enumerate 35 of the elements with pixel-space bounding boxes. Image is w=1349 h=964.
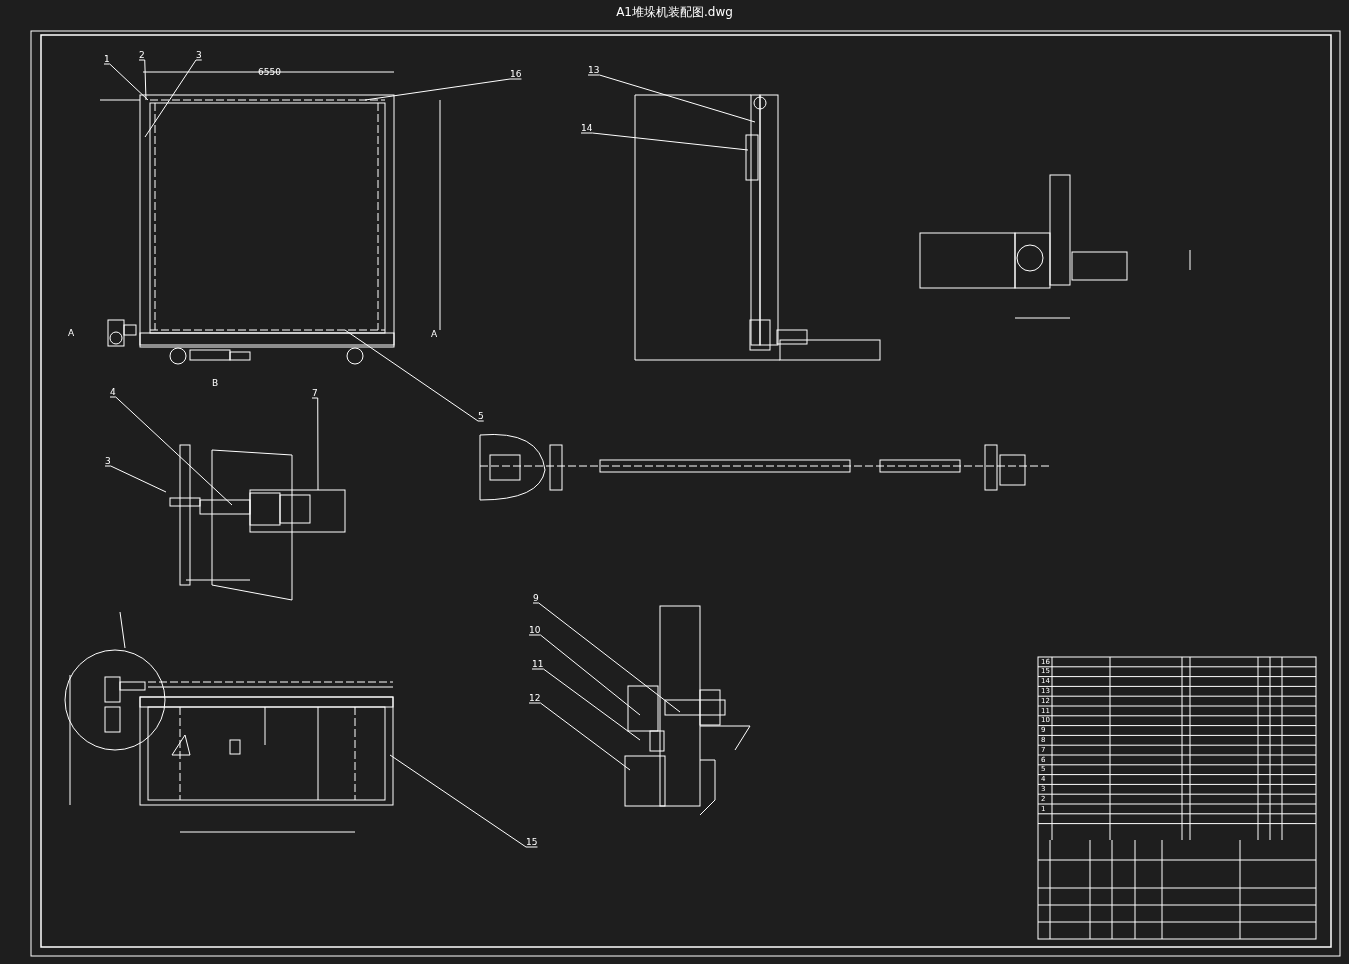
section-mark: A	[68, 328, 75, 338]
section-mark: B	[212, 378, 219, 388]
leader-line	[531, 668, 641, 741]
leader-line	[587, 74, 756, 123]
callout-number: 5	[478, 411, 484, 421]
callout-number: 10	[529, 625, 541, 635]
leader-line	[344, 329, 485, 422]
callout-number: 11	[532, 659, 544, 669]
callout-number: 3	[196, 50, 202, 60]
window-title: A1堆垛机装配图.dwg	[615, 4, 734, 21]
leader-line	[144, 59, 203, 138]
leader-line	[532, 602, 681, 713]
callout-number: 15	[526, 837, 538, 847]
leader-line	[311, 397, 319, 491]
callout-number: 12	[529, 693, 541, 703]
callout-number: 2	[139, 50, 145, 60]
callout-number: 9	[533, 593, 539, 603]
dimension-text: 6550	[258, 67, 281, 77]
leader-line	[109, 396, 233, 506]
callout-number: 16	[510, 69, 522, 79]
callout-number: 4	[110, 387, 116, 397]
leader-line	[389, 754, 538, 848]
leader-line	[528, 702, 631, 771]
leader-line	[138, 59, 147, 101]
leader-line	[103, 63, 149, 101]
callout-number: 1	[104, 54, 110, 64]
leader-line	[528, 634, 641, 716]
leader-line	[364, 78, 522, 101]
section-mark: A	[431, 329, 438, 339]
leader-line	[580, 132, 749, 151]
callout-number: 14	[581, 123, 593, 133]
leader-line	[104, 465, 167, 493]
callout-number: 3	[105, 456, 111, 466]
callout-number: 7	[312, 388, 318, 398]
callout-number: 13	[588, 65, 600, 75]
